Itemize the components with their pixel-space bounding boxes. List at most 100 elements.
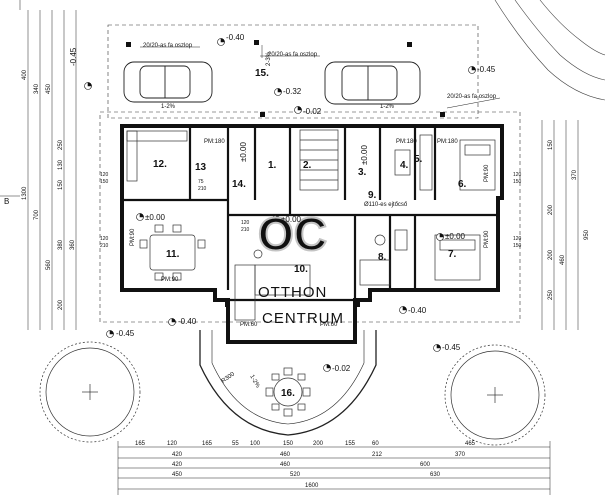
dims-left: 400 340 450 1300 250 130 150 380 360 200… [22,69,76,310]
room-number: 7. [448,249,457,260]
pm-note: PM:90 [484,230,490,248]
dim-label: 460 [280,462,291,468]
section-marker: B [4,197,9,206]
drawing-notes: 20/20-as fa oszlop 20/20-as fa oszlop 20… [4,43,497,390]
pm-note: PM:180 [204,139,225,145]
room-number: 3. [358,167,367,178]
dimension-lines-left [27,10,77,330]
dim-label: 950 [584,229,590,240]
dim-label: 212 [372,452,383,458]
pm-note: PM:180 [437,139,458,145]
dim-label: 450 [46,83,52,94]
building-walls [120,124,504,344]
window-dim: 120 [100,236,109,242]
room-number: 11. [166,249,180,260]
leader-lines [0,45,501,197]
slope-note: 1-2% [380,104,395,110]
dim-label: 120 [167,441,178,447]
svg-text:OC: OC [258,208,327,260]
dim-label: 465 [465,441,476,447]
watermark-top: OTTHON [258,284,327,301]
dim-label: 250 [548,289,554,300]
pm-note: PM:60 [320,322,338,328]
window-dim: 150 [513,243,522,249]
terrain-arcs [19,0,605,101]
radius-note: R300 [221,371,237,385]
level-label: -0.45 [69,47,78,66]
level-label: ±0.00 [281,215,302,224]
room-labels: 1. 2. 3. 4. 5. 6. 7. 8. 9. 10. 11. 12. 1… [153,68,467,399]
column-note: 20/20-as fa oszlop [447,94,497,100]
columns [126,40,445,307]
level-label: -0.40 [226,33,245,42]
dim-label: 600 [420,462,431,468]
window-dim: 75 [198,179,204,185]
dim-label: 460 [560,254,566,265]
slope-note: 1-2% [248,374,261,390]
dim-label: 560 [46,259,52,270]
dimension-lines-right [541,120,579,330]
window-dim: 210 [198,186,207,192]
pm-note: PM:90 [161,277,179,283]
car-right [324,61,421,105]
window-dim: 150 [100,179,109,185]
room-number: 1. [268,160,277,171]
level-labels: -0.40 -0.45 -0.32 -0.02 ±0.00 ±0.00 ±0.0… [69,33,496,373]
window-dim: 120 [513,172,522,178]
dim-label: 1600 [305,483,319,489]
pm-note: PM:180 [396,139,417,145]
room-number: 6. [458,179,467,190]
slope-note: 2-3% [266,51,272,66]
window-labels: 120 150 75 210 120 210 120 210 120 150 1… [100,172,522,249]
pipe-note: Ø110-es ejtőcső [364,202,408,208]
car-left [123,61,213,103]
level-label: ±0.00 [145,213,166,222]
dim-label: 55 [232,441,239,447]
window-dim: 120 [241,220,250,226]
level-label: ±0.00 [360,144,369,165]
dim-label: 370 [455,452,466,458]
level-label: ±0.00 [445,232,466,241]
room-number: 10. [294,264,308,275]
column-note: 20/20-as fa oszlop [143,43,193,49]
level-label: -0.45 [477,65,496,74]
dim-label: 250 [58,139,64,150]
pm-note: PM:60 [240,322,258,328]
slope-note: 1-2% [161,104,176,110]
window-dim: 150 [513,179,522,185]
level-label: -0.45 [116,329,135,338]
dim-label: 450 [172,472,183,478]
dimension-lines-bottom [117,441,551,495]
terrace [199,330,377,436]
dim-label: 200 [58,299,64,310]
dim-label: 130 [58,159,64,170]
pm-note: PM:90 [130,228,136,246]
dim-label: 200 [313,441,324,447]
dims-right: 150 200 200 250 460 370 950 [548,139,590,300]
level-label: ±0.00 [239,141,248,162]
room-number: 2. [303,160,312,171]
dim-label: 380 [58,239,64,250]
room-number: 16. [281,388,295,399]
room-number: 9. [368,190,377,201]
tree-right [444,344,546,446]
dim-label: 150 [548,139,554,150]
dim-label: 520 [290,472,301,478]
terrace-table [265,367,311,417]
level-label: -0.02 [332,364,351,373]
level-symbols [84,38,476,372]
dim-label: 100 [250,441,261,447]
window-dim: 120 [513,236,522,242]
dim-label: 1300 [22,186,28,200]
room-number: 15. [255,68,269,79]
dim-label: 370 [572,169,578,180]
dim-label: 360 [70,239,76,250]
window-dim: 210 [241,227,250,233]
dim-label: 420 [172,462,183,468]
room-number: 8. [378,252,387,263]
level-label: -0.32 [283,87,302,96]
dim-label: 630 [430,472,441,478]
room-number: 13 [195,162,207,173]
dim-label: 200 [548,204,554,215]
level-label: -0.40 [408,306,427,315]
